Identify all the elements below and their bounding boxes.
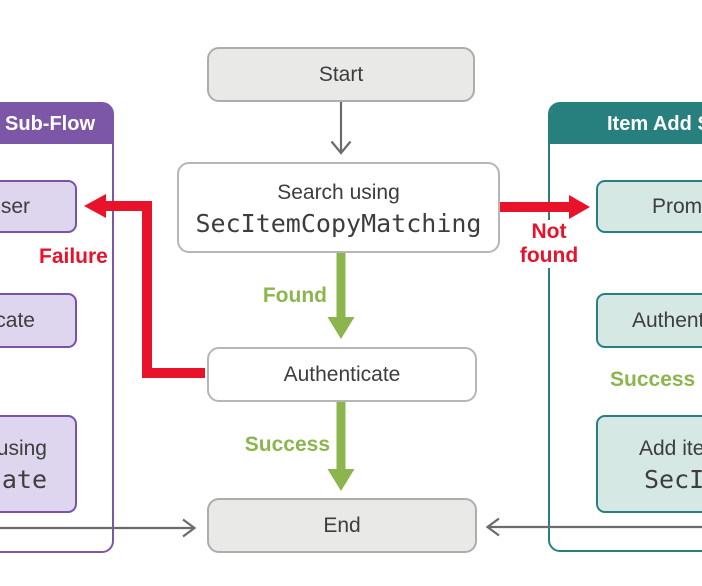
add-subflow-authenticate-box: Authenticate: [596, 293, 702, 348]
arrow-left-subflow-to-end: [0, 518, 197, 538]
arrow-not-found: [500, 195, 590, 219]
arrow-found: [327, 253, 355, 339]
not-found-label: Not found: [510, 220, 588, 268]
found-label: Found: [215, 284, 327, 308]
node-label: End: [323, 514, 361, 537]
add-subflow-prompt-user-box: Prompt user: [596, 180, 702, 233]
add-subflow-success-label: Success: [610, 368, 695, 392]
box-label: Prompt user: [0, 195, 30, 218]
update-subflow-authenticate-box: Authenticate: [0, 293, 77, 348]
panel-item-update-subflow-title: Item Update Sub-Flow: [0, 104, 112, 144]
failure-label: Failure: [36, 245, 111, 269]
box-label-line1: Update using: [0, 437, 47, 460]
arrow-start-to-search: [330, 102, 352, 155]
flow-node-end: End: [207, 498, 477, 553]
box-label-line2-code: SecItemAdd: [644, 465, 702, 494]
flow-node-start: Start: [207, 47, 475, 102]
node-label-line1: Search using: [277, 180, 400, 204]
success-label: Success: [216, 433, 330, 457]
panel-title-text: Item Update Sub-Flow: [0, 112, 95, 135]
flow-node-authenticate: Authenticate: [207, 347, 477, 402]
add-subflow-add-item-box: Add item using SecItemAdd: [596, 415, 702, 513]
node-label-line2-code: SecItemCopyMatching: [195, 208, 482, 238]
box-label-line2-code: SecItemUpdate: [0, 465, 47, 494]
arrow-success: [327, 402, 355, 491]
arrow-right-subflow-to-end: [485, 517, 702, 537]
flow-node-search: Search using SecItemCopyMatching: [177, 162, 500, 253]
box-label: Authenticate: [0, 309, 35, 332]
not-found-label-line2: found: [519, 244, 579, 267]
success-label-text: Success: [244, 433, 330, 456]
node-label: Start: [318, 63, 364, 86]
not-found-label-line1: Not: [531, 220, 567, 243]
panel-item-add-subflow-title: Item Add Sub-Flow: [550, 104, 702, 144]
box-label: Prompt user: [652, 195, 702, 218]
arrow-failure: [84, 194, 205, 378]
found-label-text: Found: [262, 284, 327, 307]
update-subflow-prompt-user-box: Prompt user: [0, 180, 77, 233]
failure-label-text: Failure: [39, 245, 108, 268]
add-success-label-text: Success: [610, 368, 696, 391]
box-label: Authenticate: [632, 309, 702, 332]
box-label-line1: Add item using: [639, 437, 702, 460]
panel-title-text: Item Add Sub-Flow: [607, 112, 702, 135]
update-subflow-update-box: Update using SecItemUpdate: [0, 415, 77, 513]
node-label: Authenticate: [283, 363, 401, 386]
